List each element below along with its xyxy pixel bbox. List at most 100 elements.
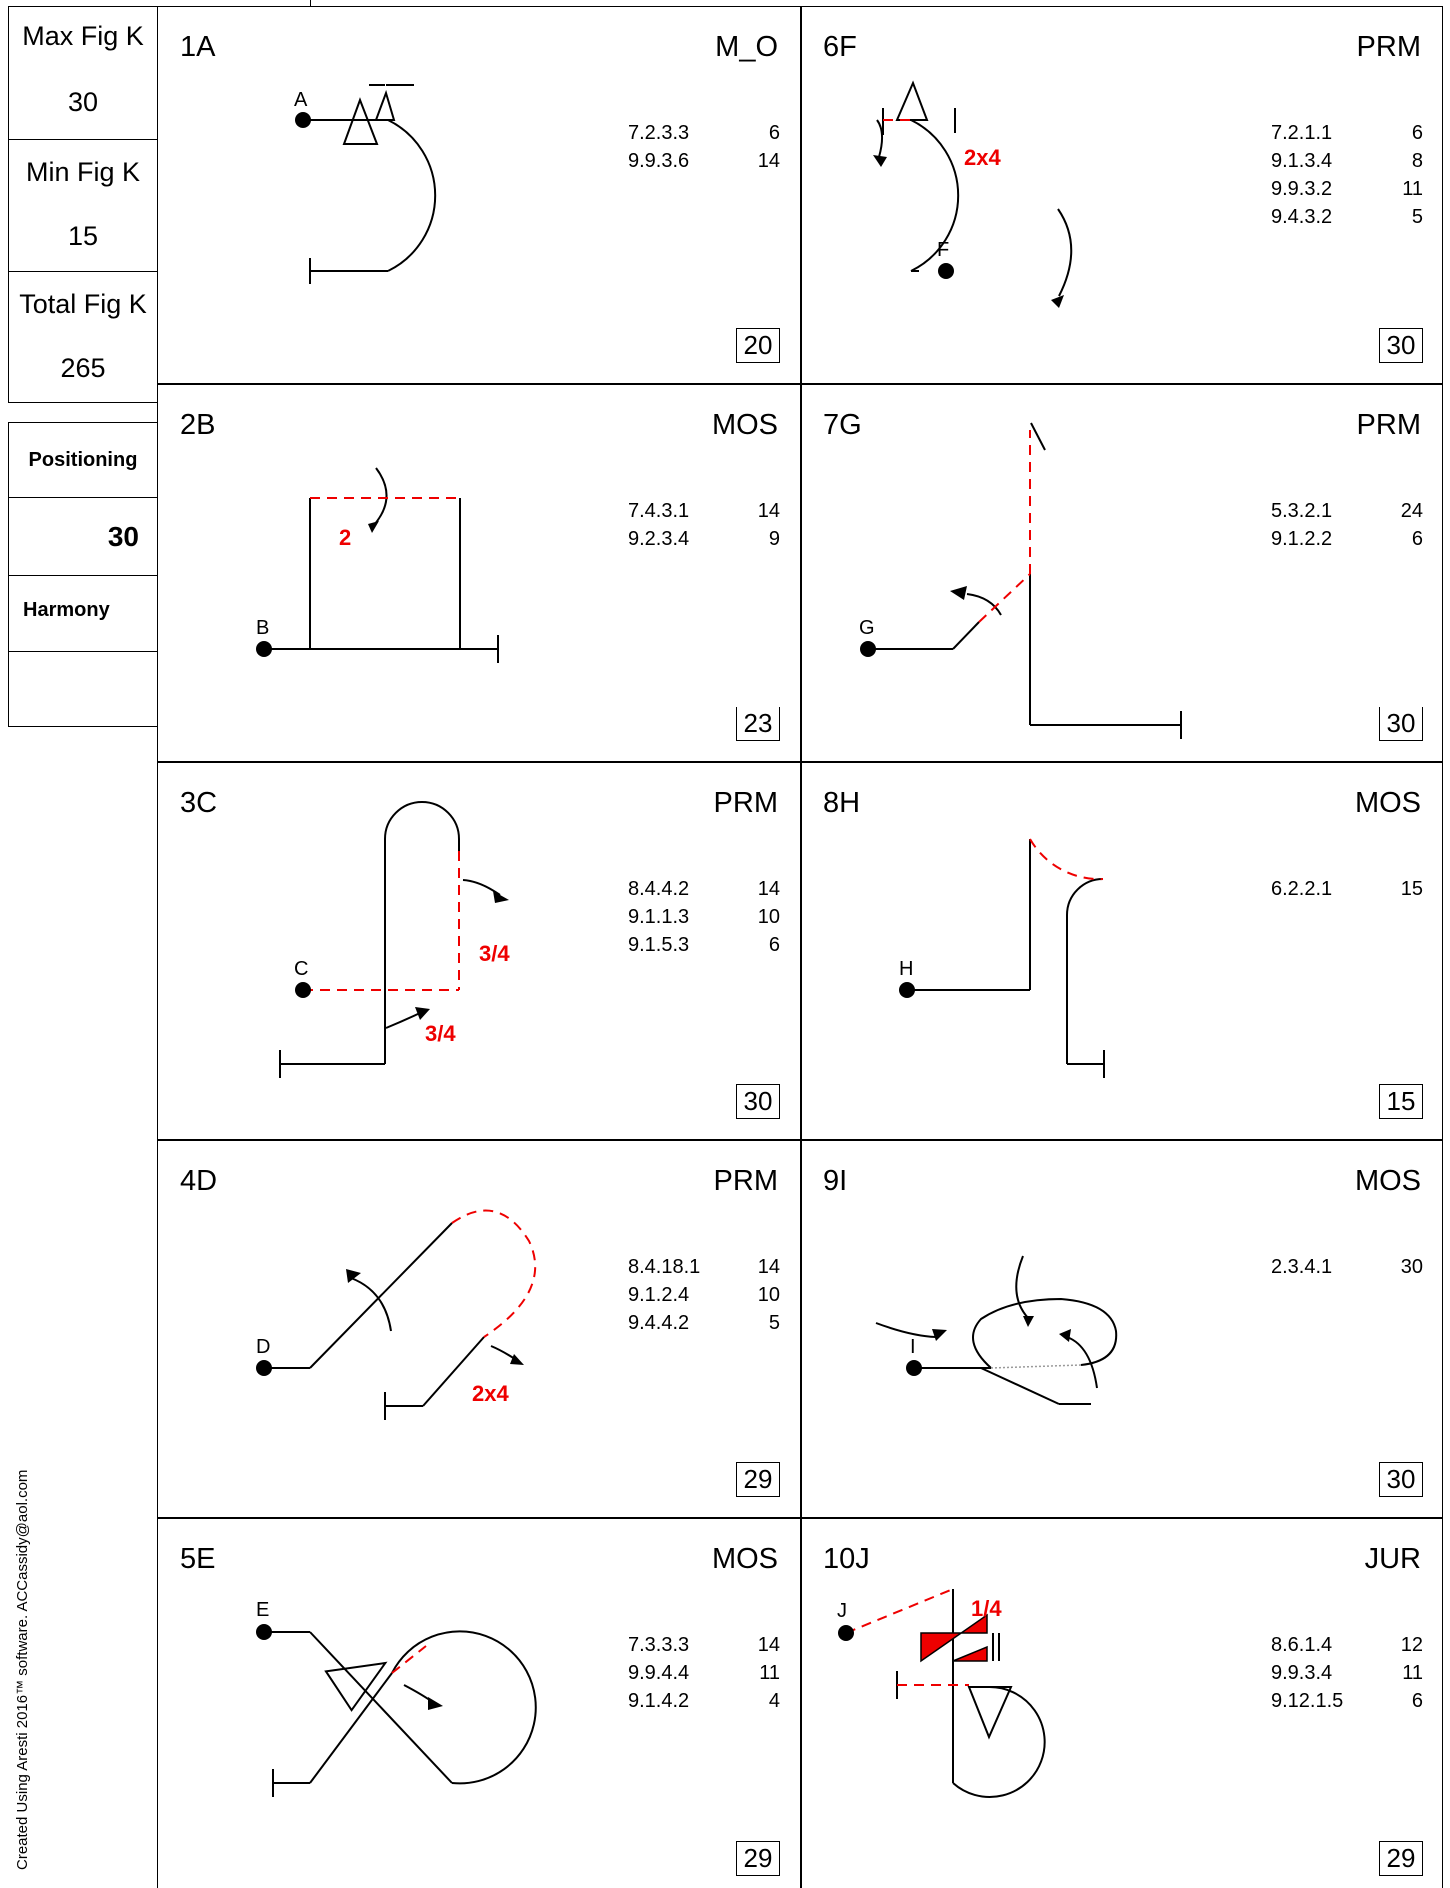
figure-category: MOS — [711, 409, 778, 441]
figure-cell-9i[interactable]: I 9I MOS 2.3.4.1 30 30 — [801, 1141, 1443, 1517]
figure-category: PRM — [713, 1165, 778, 1197]
figure-diagram — [279, 801, 509, 1078]
start-marker-label: D — [256, 1336, 271, 1358]
element-k: 10 — [757, 1284, 780, 1306]
element-k: 6 — [768, 122, 780, 144]
figure-k-total: 30 — [736, 1084, 780, 1119]
element-k: 14 — [757, 150, 780, 172]
total-fig-k-label: Total Fig K — [19, 289, 147, 319]
k-summary-box: Max Fig K 30 Min Fig K 15 Total Fig K 26… — [8, 6, 158, 403]
figure-cell-6f[interactable]: F 2x4 6F PRM 7.2.1.1 6 9.1.3.4 8 9.9.3.2… — [801, 7, 1443, 383]
divider — [9, 575, 157, 576]
figure-category: MOS — [711, 1543, 778, 1575]
element-code: 9.9.3.4 — [1271, 1662, 1333, 1684]
divider — [9, 139, 157, 140]
figure-k-total: 15 — [1379, 1084, 1423, 1119]
element-k: 5 — [768, 1312, 780, 1334]
figure-k-total: 30 — [1379, 1462, 1423, 1497]
figure-diagram — [860, 422, 1182, 739]
element-code: 9.9.3.6 — [628, 150, 690, 172]
figure-category: MOS — [1354, 787, 1421, 819]
element-k: 6 — [1411, 1690, 1423, 1712]
element-code: 7.3.3.3 — [628, 1634, 690, 1656]
element-code: 6.2.2.1 — [1271, 878, 1333, 900]
figure-number: 6F — [823, 31, 857, 63]
start-marker-label: A — [294, 89, 308, 111]
element-k: 11 — [1402, 1662, 1423, 1684]
roll-label: 2x4 — [472, 1381, 509, 1406]
positioning-label: Positioning — [28, 449, 138, 471]
element-code: 9.4.3.2 — [1271, 206, 1333, 228]
element-k: 6 — [1411, 528, 1423, 550]
element-k: 5 — [1411, 206, 1423, 228]
figure-number: 10J — [823, 1543, 870, 1575]
start-marker-label: C — [294, 958, 309, 980]
figure-diagram — [838, 1588, 1046, 1798]
figure-cell-1a[interactable]: A 1A M_O 7.2.3.3 6 9.9.3.6 14 20 — [158, 7, 800, 383]
element-k: 6 — [768, 934, 780, 956]
figure-number: 4D — [180, 1165, 218, 1197]
element-k: 11 — [759, 1662, 780, 1684]
figure-category: PRM — [713, 787, 778, 819]
element-code: 7.2.1.1 — [1271, 122, 1333, 144]
element-code: 8.6.1.4 — [1271, 1634, 1333, 1656]
divider — [9, 651, 157, 652]
grid-row-divider — [157, 1139, 1443, 1141]
scoring-box: Positioning 30 Harmony — [8, 422, 158, 727]
start-marker-label: G — [859, 617, 875, 639]
grid-row-divider — [157, 761, 1443, 763]
element-code: 9.4.4.2 — [628, 1312, 690, 1334]
figure-cell-2b[interactable]: B 2 2B MOS 7.4.3.1 14 9.2.3.4 9 23 — [158, 385, 800, 761]
start-marker-label: E — [256, 1599, 270, 1621]
max-fig-k-label: Max Fig K — [22, 21, 144, 51]
figure-diagram — [295, 84, 437, 284]
roll-label: 3/4 — [479, 941, 510, 966]
element-code: 9.12.1.5 — [1271, 1690, 1344, 1712]
element-code: 7.2.3.3 — [628, 122, 690, 144]
total-fig-k-value: 265 — [60, 353, 106, 383]
figure-k-total: 30 — [1379, 328, 1423, 363]
figure-cell-5e[interactable]: E 5E MOS 7.3.3.3 14 9.9.4.4 11 9.1.4.2 4… — [158, 1519, 800, 1888]
figure-cell-7g[interactable]: G 7G PRM 5.3.2.1 24 9.1.2.2 6 30 — [801, 385, 1443, 761]
max-fig-k-value: 30 — [67, 87, 99, 117]
figure-number: 9I — [823, 1165, 848, 1197]
element-k: 11 — [1402, 178, 1423, 200]
grid-row-divider — [157, 383, 1443, 385]
start-marker-label: I — [910, 1336, 916, 1358]
figure-cell-10j[interactable]: J 1/4 10J JUR 8.6.1.4 12 9.9.3.4 11 9.12… — [801, 1519, 1443, 1888]
roll-label: 2 — [339, 525, 352, 550]
min-fig-k-value: 15 — [67, 221, 99, 251]
element-code: 9.1.1.3 — [628, 906, 690, 928]
figure-diagram — [873, 80, 1073, 308]
figure-cell-3c[interactable]: C 3/4 3/4 3C PRM 8.4.4.2 14 9.1.1.3 10 9… — [158, 763, 800, 1139]
min-fig-k-label: Min Fig K — [25, 157, 141, 187]
start-marker-label: H — [899, 958, 914, 980]
element-code: 9.1.5.3 — [628, 934, 690, 956]
roll-label: 1/4 — [971, 1596, 1002, 1621]
element-k: 6 — [1411, 122, 1423, 144]
figure-number: 5E — [180, 1543, 216, 1575]
figure-k-total: 20 — [736, 328, 780, 363]
figure-number: 1A — [180, 31, 216, 63]
roll-label: 3/4 — [425, 1021, 456, 1046]
figure-number: 8H — [823, 787, 861, 819]
element-code: 9.2.3.4 — [628, 528, 690, 550]
figure-diagram — [875, 1255, 1118, 1405]
figure-category: M_O — [715, 31, 778, 63]
figure-category: MOS — [1354, 1165, 1421, 1197]
figure-diagram — [256, 467, 499, 663]
element-code: 2.3.4.1 — [1271, 1256, 1333, 1278]
element-code: 5.3.2.1 — [1271, 500, 1333, 522]
figure-cell-8h[interactable]: H 8H MOS 6.2.2.1 15 15 — [801, 763, 1443, 1139]
element-code: 9.9.4.4 — [628, 1662, 690, 1684]
credit-text: Created Using Aresti 2016™ software. ACC… — [14, 1469, 31, 1870]
element-code: 9.1.2.2 — [1271, 528, 1333, 550]
divider — [9, 497, 157, 498]
figure-category: JUR — [1364, 1543, 1421, 1575]
element-k: 24 — [1400, 500, 1423, 522]
figure-k-total: 23 — [736, 707, 780, 741]
figure-cell-4d[interactable]: D 2x4 4D PRM 8.4.18.1 14 9.1.2.4 10 9.4.… — [158, 1141, 800, 1517]
element-code: 8.4.4.2 — [628, 878, 690, 900]
element-code: 8.4.18.1 — [628, 1256, 701, 1278]
figure-k-total: 29 — [736, 1462, 780, 1497]
